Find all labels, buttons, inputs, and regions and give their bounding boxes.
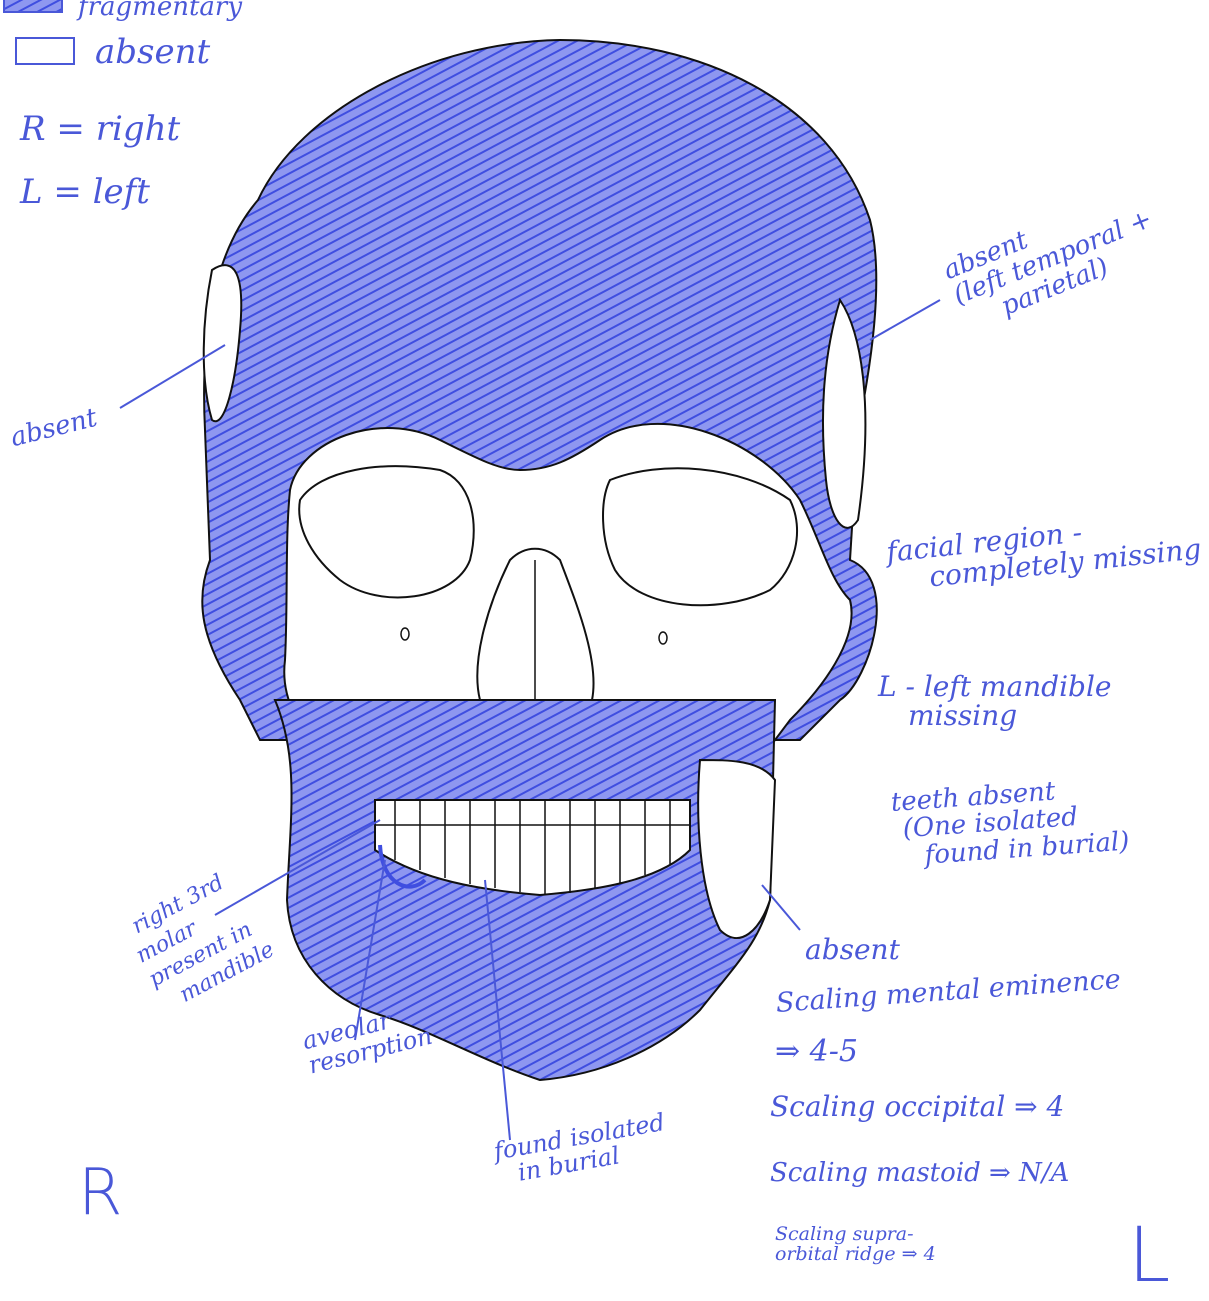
- scaling-mental-eminence-value: ⇒ 4-5: [775, 1036, 858, 1068]
- scaling-mastoid: Scaling mastoid ⇒ N/A: [770, 1160, 1069, 1187]
- scaling-supraorbital: Scaling supra- orbital ridge ⇒ 4: [775, 1225, 936, 1265]
- scaling-occipital: Scaling occipital ⇒ 4: [770, 1092, 1064, 1121]
- legend-fragmentary-label: fragmentary: [78, 0, 242, 21]
- annotation-absent-mandible: absent: [805, 935, 900, 964]
- annotation-teeth-absent: teeth absent (One isolated found in buri…: [890, 774, 1130, 872]
- legend-right-abbrev: R = right: [20, 112, 180, 148]
- legend-fragmentary-swatch: [4, 0, 62, 12]
- side-label-right: R: [78, 1160, 122, 1227]
- annotation-left-mandible: L - left mandible missing: [878, 672, 1112, 731]
- legend-absent-swatch: [16, 38, 74, 64]
- legend-absent-label: absent: [95, 35, 210, 71]
- legend-left-abbrev: L = left: [20, 175, 150, 211]
- leader-absent-left-temporal: [870, 300, 940, 340]
- side-label-left: L: [1128, 1215, 1170, 1295]
